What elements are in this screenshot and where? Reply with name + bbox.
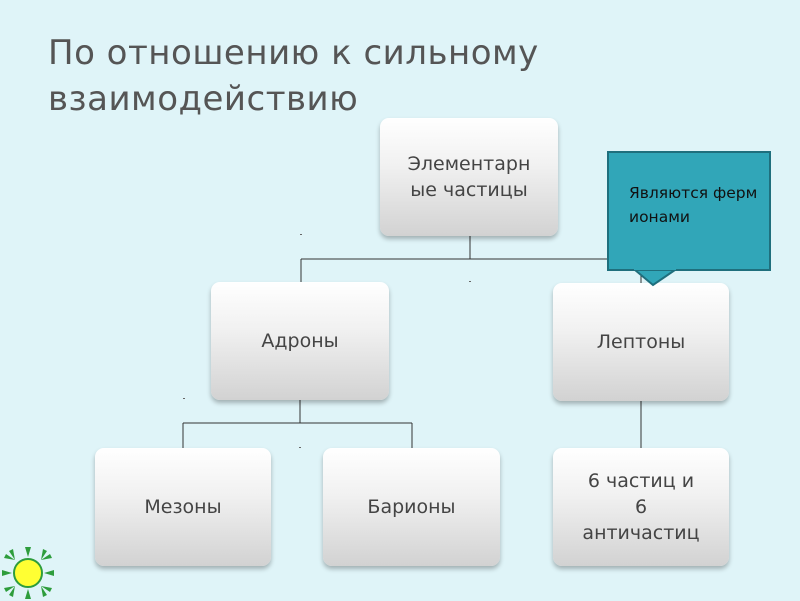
node-label-line: античастиц bbox=[582, 522, 700, 544]
connector-root-to-children bbox=[300, 236, 642, 283]
node-label: Барионы bbox=[367, 496, 456, 518]
node-hadrons[interactable]: Адроны bbox=[211, 282, 389, 400]
node-label-line: ые частицы bbox=[410, 179, 528, 201]
connector-tick-mark bbox=[183, 398, 185, 399]
connector-hadrons-to-children bbox=[182, 400, 413, 448]
connector-tick-mark bbox=[299, 447, 301, 448]
node-label-line: 6 bbox=[634, 496, 648, 518]
connector-tick-mark bbox=[469, 281, 471, 282]
node-label: Элементарн ые частицы bbox=[408, 151, 531, 203]
node-baryons[interactable]: Барионы bbox=[323, 448, 500, 566]
node-leptons[interactable]: Лептоны bbox=[553, 283, 729, 401]
slide-title: По отношению к сильному взаимодействию bbox=[48, 33, 539, 119]
node-lepton-count[interactable]: 6 частиц и 6 античастиц bbox=[553, 448, 729, 566]
sun-icon bbox=[2, 547, 54, 599]
node-label-line: Элементарн bbox=[407, 153, 531, 175]
fermion-callout[interactable]: Являются фермионами bbox=[607, 151, 771, 271]
node-label: Адроны bbox=[261, 330, 339, 352]
connector-tick-mark bbox=[300, 234, 302, 235]
node-label-line: 6 частиц и bbox=[587, 470, 695, 492]
callout-text: Являются фермионами bbox=[629, 184, 758, 226]
node-label: 6 частиц и 6 античастиц bbox=[582, 468, 699, 546]
node-elementary-particles[interactable]: Элементарн ые частицы bbox=[380, 118, 558, 236]
node-label: Лептоны bbox=[596, 331, 686, 353]
node-label: Мезоны bbox=[144, 496, 222, 518]
node-mesons[interactable]: Мезоны bbox=[95, 448, 271, 566]
